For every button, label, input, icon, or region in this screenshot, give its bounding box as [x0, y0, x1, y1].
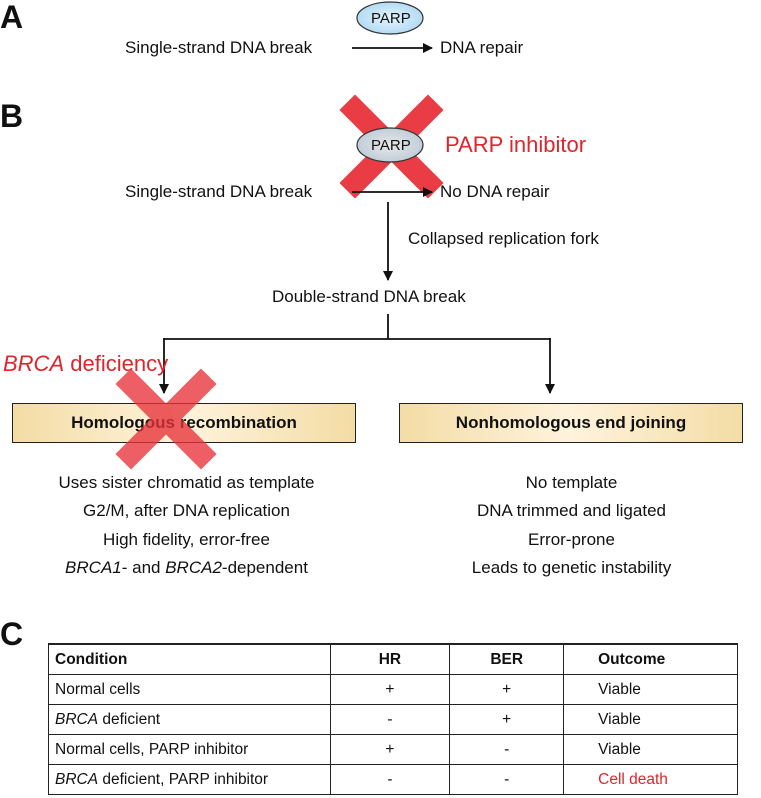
nhej-feature-3: Error-prone: [528, 530, 615, 549]
brca2-gene: BRCA2: [165, 558, 222, 577]
hr-feature-3: High fidelity, error-free: [103, 530, 270, 549]
parp-label-a: PARP: [371, 10, 411, 27]
row-outcome: Viable: [563, 734, 738, 765]
nhej-feature-1: No template: [525, 473, 618, 492]
dna-repair-label: DNA repair: [440, 38, 524, 57]
row-ber: -: [449, 734, 565, 765]
row-condition: Normal cells, PARP inhibitor: [48, 734, 331, 765]
cond-rest: Normal cells, PARP inhibitor: [55, 740, 249, 758]
row-ber: +: [449, 704, 565, 735]
condition-table: Condition HR BER Outcome Normal cells + …: [48, 643, 738, 795]
brca-deficiency-label: BRCA deficiency: [3, 351, 168, 377]
nhej-title: Nonhomologous end joining: [455, 413, 687, 432]
row-ber: -: [449, 764, 565, 795]
row-hr: +: [329, 674, 451, 705]
row-ber: +: [449, 674, 565, 705]
panel-label-a: A: [0, 0, 24, 35]
table-row: BRCA deficient, PARP inhibitor - - Cell …: [48, 764, 738, 795]
nhej-feature-2: DNA trimmed and ligated: [477, 501, 666, 520]
parp-ellipse-b: [356, 127, 424, 163]
parp-label-b: PARP: [371, 137, 411, 154]
row-condition: Normal cells: [48, 674, 331, 705]
header-hr: HR: [329, 643, 451, 675]
hr-title: Homologous recombination: [71, 413, 297, 432]
row-outcome: Viable: [563, 674, 738, 705]
dep-mid: - and: [121, 558, 166, 577]
no-repair-label: No DNA repair: [440, 182, 550, 201]
row-outcome-cell-death: Cell death: [563, 764, 738, 795]
header-ber: BER: [449, 643, 565, 675]
brca-gene: BRCA: [3, 351, 65, 376]
row-condition: BRCA deficient, PARP inhibitor: [48, 764, 331, 795]
header-outcome: Outcome: [563, 643, 738, 675]
hr-box: Homologous recombination: [12, 403, 356, 443]
table-row: Normal cells + + Viable: [48, 674, 738, 705]
header-condition: Condition: [48, 643, 331, 675]
row-hr: -: [329, 704, 451, 735]
table-row: Normal cells, PARP inhibitor + - Viable: [48, 734, 738, 765]
panel-label-c: C: [0, 616, 24, 652]
ss-break-label-b: Single-strand DNA break: [125, 182, 313, 201]
parp-inhibitor-label: PARP inhibitor: [445, 132, 587, 157]
cond-rest: deficient: [98, 710, 161, 728]
panel-label-b: B: [0, 98, 24, 134]
cond-italic: BRCA: [55, 770, 99, 788]
cond-italic: BRCA: [55, 710, 99, 728]
ds-break-label: Double-strand DNA break: [272, 287, 466, 306]
hr-feature-1: Uses sister chromatid as template: [58, 473, 315, 492]
parp-ellipse-a: [356, 1, 424, 35]
row-condition: BRCA deficient: [48, 704, 331, 735]
table-row: BRCA deficient - + Viable: [48, 704, 738, 735]
row-outcome: Viable: [563, 704, 738, 735]
nhej-feature-4: Leads to genetic instability: [471, 558, 672, 577]
table-header-row: Condition HR BER Outcome: [48, 643, 738, 675]
hr-feature-2: G2/M, after DNA replication: [83, 501, 290, 520]
collapsed-fork-label: Collapsed replication fork: [408, 229, 599, 248]
nhej-box: Nonhomologous end joining: [399, 403, 743, 443]
row-hr: -: [329, 764, 451, 795]
hr-feature-4: BRCA1- and BRCA2-dependent: [0, 558, 373, 578]
dep-end: -dependent: [221, 558, 308, 577]
ss-break-label-a: Single-strand DNA break: [125, 38, 313, 57]
row-hr: +: [329, 734, 451, 765]
brca1-gene: BRCA1: [65, 558, 122, 577]
cond-rest: deficient, PARP inhibitor: [98, 770, 269, 788]
cond-rest: Normal cells: [55, 680, 141, 698]
deficiency-word: deficiency: [64, 351, 169, 376]
